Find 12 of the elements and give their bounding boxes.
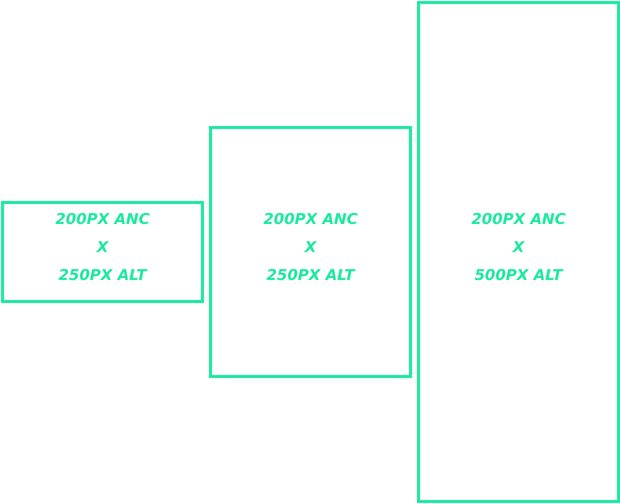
size-box [209,126,412,378]
size-box [417,1,620,503]
size-label: 250PX ALT [266,265,354,286]
size-label: X [304,237,316,258]
size-label: 500PX ALT [474,265,562,286]
size-label: 250PX ALT [58,265,146,286]
size-label: 200PX ANC [263,209,358,230]
size-label: 200PX ANC [471,209,566,230]
size-label: 200PX ANC [55,209,150,230]
size-label: X [96,237,108,258]
size-box [1,201,204,303]
size-label: X [512,237,524,258]
